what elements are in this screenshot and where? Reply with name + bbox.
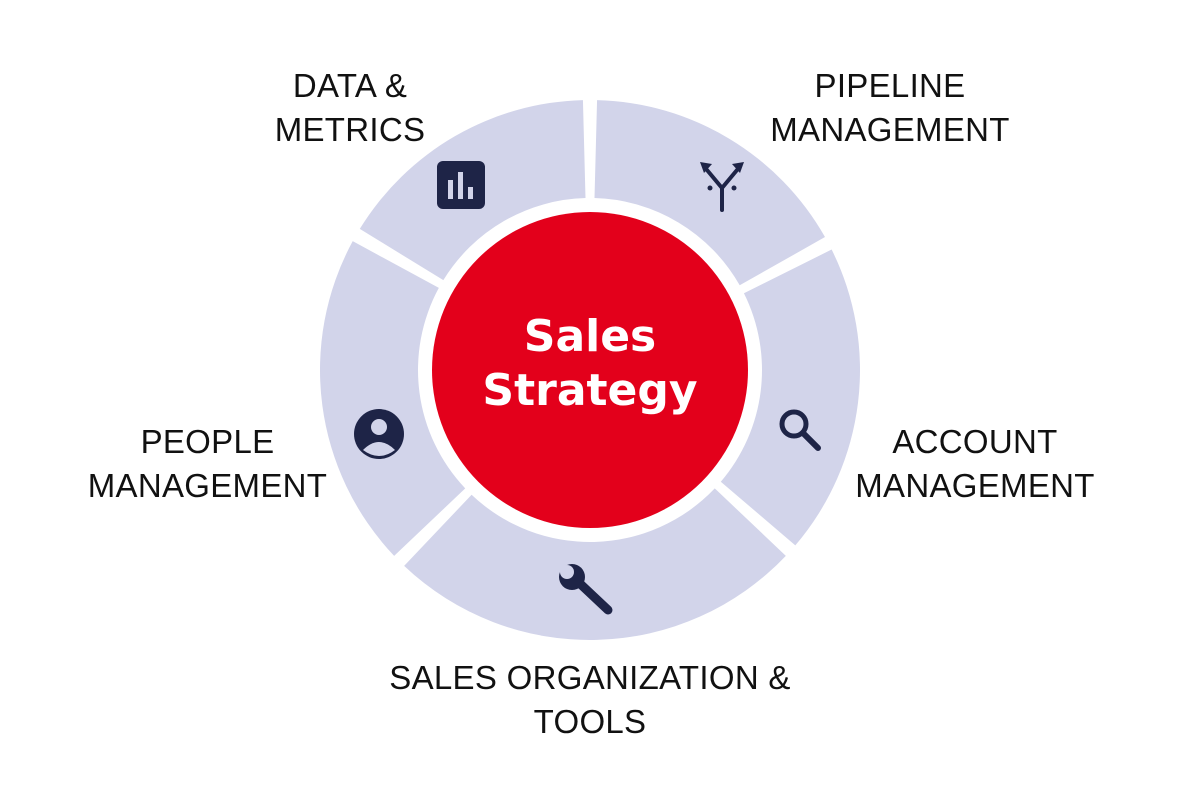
segment-pipeline-management: [594, 100, 825, 286]
segment-account-management: [720, 249, 860, 546]
center-title-line1: Sales: [523, 311, 657, 362]
label-account-management-line1: ACCOUNT: [892, 423, 1058, 460]
label-people-management-line1: PEOPLE: [140, 423, 275, 460]
center-title-line2: Strategy: [482, 365, 698, 416]
label-sales-organization-tools: SALES ORGANIZATION & TOOLS: [380, 656, 800, 744]
search-icon: [779, 409, 821, 451]
label-data-metrics-line2: METRICS: [274, 111, 426, 148]
segment-people-management: [320, 241, 466, 556]
label-pipeline-management: PIPELINE MANAGEMENT: [760, 64, 1020, 152]
label-data-metrics: DATA & METRICS: [270, 64, 430, 152]
label-data-metrics-line1: DATA &: [292, 67, 408, 104]
wrench-icon: [555, 560, 613, 615]
label-sales-organization-tools-line2: TOOLS: [533, 703, 647, 740]
branch-split-icon: [700, 162, 744, 212]
label-account-management-line2: MANAGEMENT: [855, 467, 1095, 504]
segment-ring: [320, 100, 860, 640]
label-account-management: ACCOUNT MANAGEMENT: [850, 420, 1100, 508]
bar-chart-icon: [437, 161, 485, 209]
label-pipeline-management-line2: MANAGEMENT: [770, 111, 1010, 148]
center-circle: [432, 212, 748, 528]
center-title: Sales Strategy: [430, 310, 750, 418]
label-sales-organization-tools-line1: SALES ORGANIZATION &: [389, 659, 791, 696]
label-people-management-line2: MANAGEMENT: [87, 467, 328, 504]
label-pipeline-management-line1: PIPELINE: [814, 67, 966, 104]
user-circle-icon: [354, 409, 404, 459]
segment-sales-organization-tools: [404, 488, 786, 640]
label-people-management: PEOPLE MANAGEMENT: [80, 420, 335, 508]
